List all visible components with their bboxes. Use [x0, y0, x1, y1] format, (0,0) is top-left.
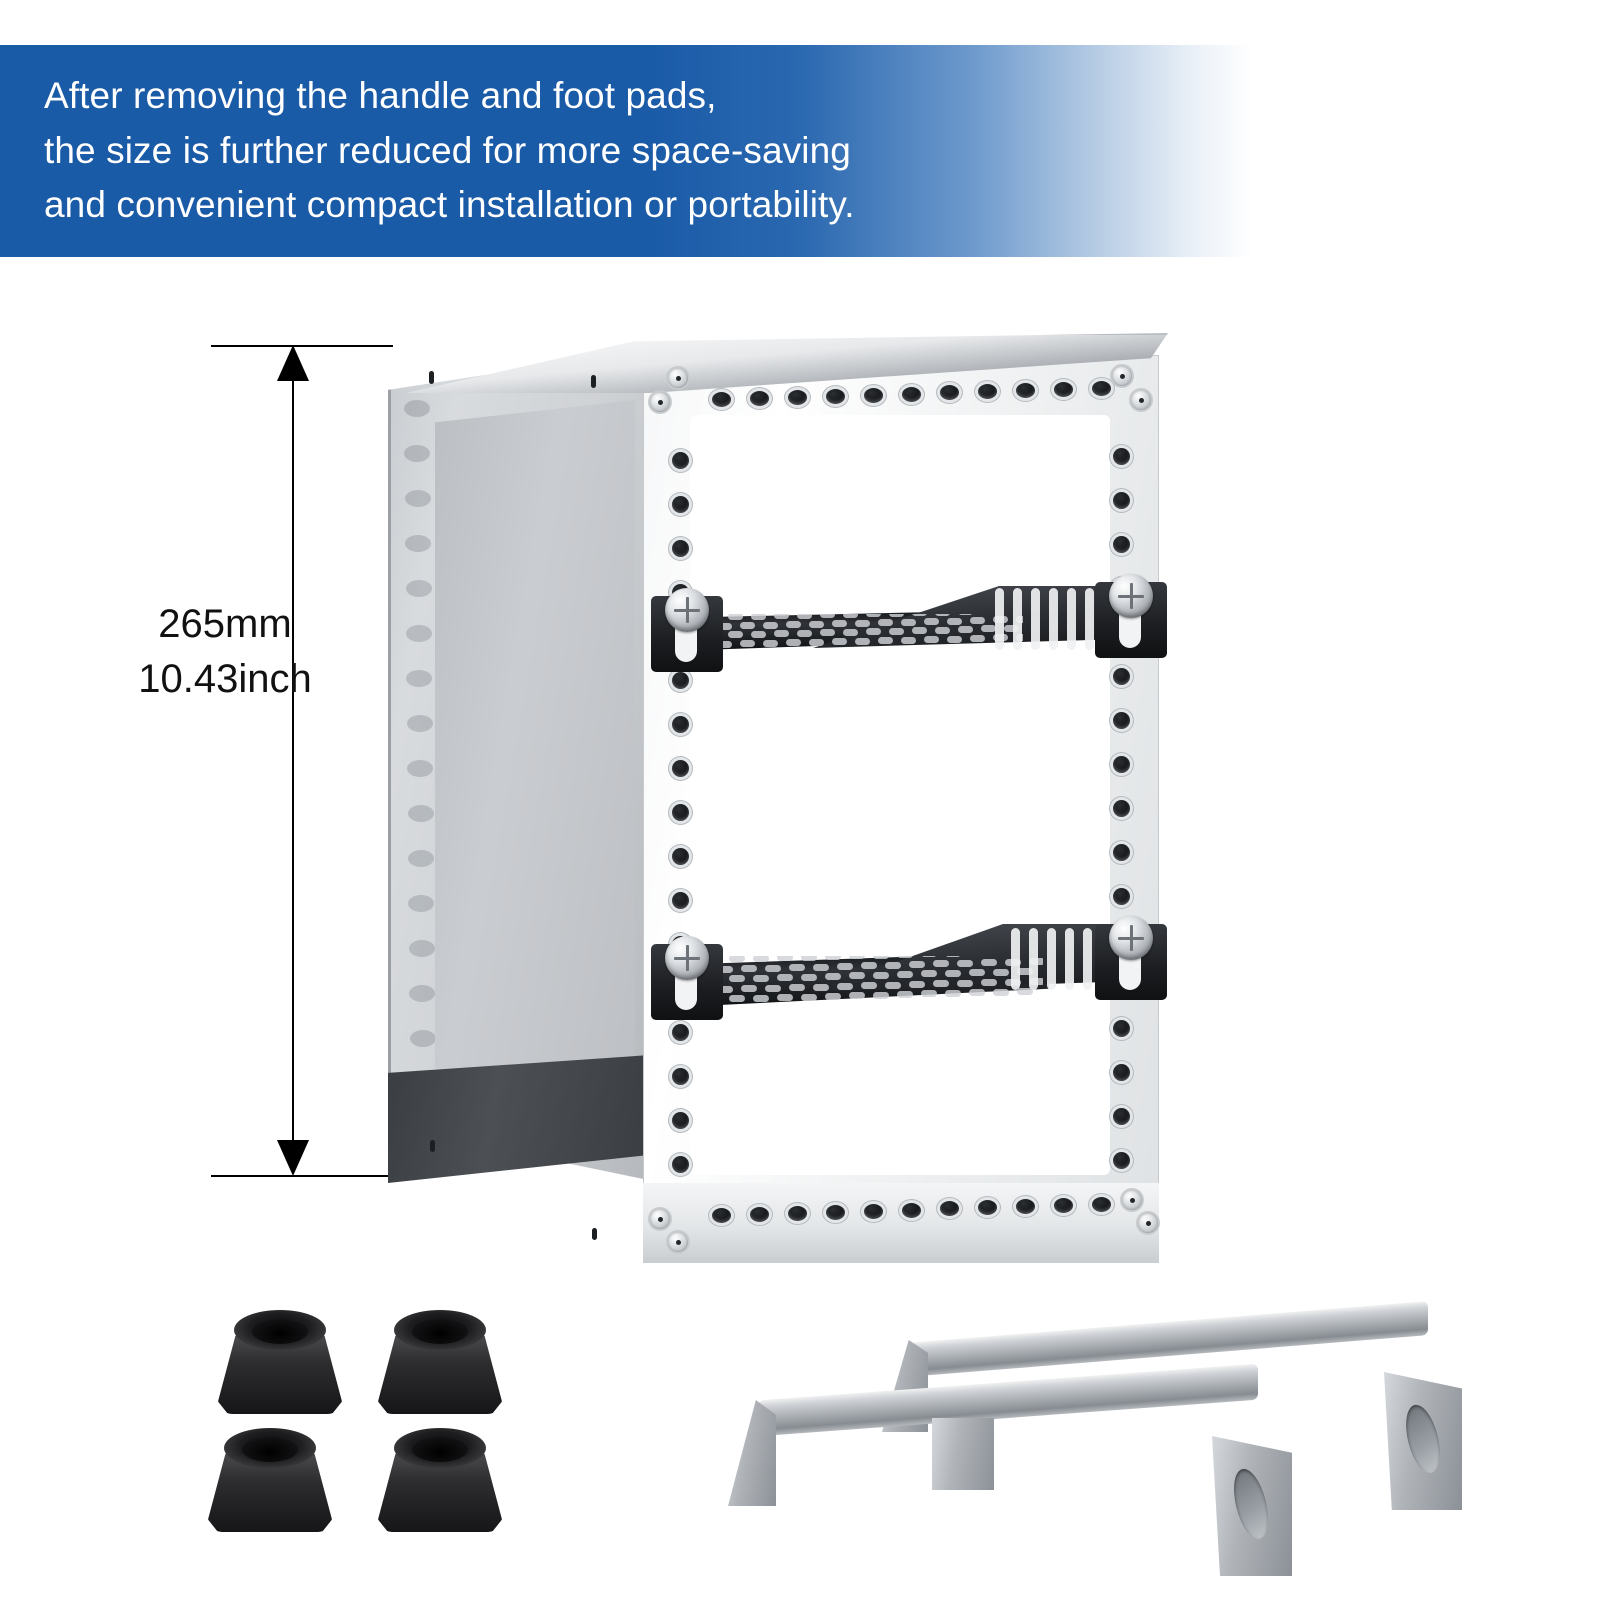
- screw-top-right-a: [1112, 366, 1132, 386]
- frame-hole-right: [1113, 1020, 1130, 1037]
- top-panel-screw-right: [591, 375, 596, 388]
- left-side-panel-inner-plate: [435, 400, 635, 1100]
- frame-hole-bottom: [864, 1203, 883, 1219]
- headline-text: After removing the handle and foot pads,…: [44, 74, 855, 226]
- frame-hole-top: [1092, 381, 1111, 396]
- frame-hole-bottom: [750, 1206, 769, 1222]
- frame-hole-left: [672, 540, 689, 557]
- shelf-upper-right-screw: [1109, 574, 1153, 618]
- frame-hole-left: [672, 672, 689, 689]
- frame-hole-bottom: [902, 1202, 921, 1218]
- frame-hole-left: [672, 1068, 689, 1085]
- frame-hole-top: [902, 386, 921, 402]
- dimension-arrowhead-down-icon: [277, 1140, 309, 1176]
- screw-top-right-b: [1131, 390, 1151, 410]
- shelf-upper-vent-slots: [995, 588, 1094, 650]
- top-panel-screw-left: [429, 371, 434, 384]
- foot-pad-recess: [412, 1319, 468, 1344]
- frame-hole-bottom: [1016, 1199, 1035, 1215]
- frame-hole-bottom: [788, 1205, 807, 1221]
- frame-hole-right: [1113, 888, 1130, 905]
- frame-hole-top: [1016, 383, 1035, 399]
- frame-hole-bottom: [1092, 1197, 1111, 1212]
- shelf-upper-left-ear: [651, 596, 723, 672]
- dimension-value-mm: 265mm: [158, 602, 292, 646]
- dimension-extension-line-bottom: [211, 1175, 393, 1177]
- shelf-upper-perforations: [705, 614, 1023, 648]
- frame-hole-right: [1113, 1152, 1130, 1169]
- dimension-value-inch: 10.43inch: [138, 657, 312, 702]
- screw-top-left-a: [668, 368, 688, 388]
- shelf-upper-left-screw: [665, 588, 709, 632]
- screw-bottom-right-a: [1122, 1190, 1142, 1210]
- carry-handle: [718, 1363, 1318, 1600]
- frame-hole-top: [978, 384, 997, 400]
- frame-hole-left: [672, 848, 689, 865]
- frame-hole-right: [1113, 756, 1130, 773]
- frame-hole-right: [1113, 800, 1130, 817]
- screw-bottom-left-b: [650, 1209, 670, 1229]
- shelf-lower: [643, 910, 1167, 1030]
- frame-hole-bottom: [978, 1200, 997, 1216]
- headline-banner: After removing the handle and foot pads,…: [0, 45, 1252, 257]
- front-bezel-frame: [643, 355, 1159, 1235]
- shelf-lower-left-screw: [665, 936, 709, 980]
- frame-hole-right: [1113, 712, 1130, 729]
- frame-hole-left: [672, 1024, 689, 1041]
- dimension-arrowhead-up-icon: [277, 345, 309, 381]
- bottom-panel-screw-right: [592, 1228, 597, 1240]
- frame-hole-left: [672, 716, 689, 733]
- frame-hole-right: [1113, 492, 1130, 509]
- frame-hole-left: [672, 760, 689, 777]
- shelf-lower-right-screw: [1109, 916, 1153, 960]
- frame-hole-top: [940, 385, 959, 401]
- frame-hole-left: [672, 804, 689, 821]
- frame-hole-top: [712, 392, 731, 407]
- carry-handle-left-leg: [728, 1400, 776, 1506]
- frame-hole-left: [672, 452, 689, 469]
- foot-pad-recess: [242, 1437, 298, 1462]
- foot-pad: [378, 1428, 502, 1532]
- bottom-front-rail: [643, 1183, 1159, 1263]
- foot-pad: [218, 1310, 342, 1414]
- frame-hole-right: [1113, 1064, 1130, 1081]
- side-panel-hole-shadows: [404, 400, 444, 1140]
- frame-hole-right: [1113, 844, 1130, 861]
- foot-pad: [378, 1310, 502, 1414]
- dimension-arrow-shaft: [292, 350, 294, 1172]
- bottom-panel-screw-left: [430, 1140, 435, 1152]
- screw-bottom-left-a: [668, 1232, 688, 1252]
- frame-hole-left: [672, 1156, 689, 1173]
- frame-hole-right: [1113, 536, 1130, 553]
- shelf-lower-perforations: [705, 956, 1043, 1004]
- carry-handle-center-tab: [932, 1418, 994, 1490]
- dimension-label: 265mm 10.43inch: [100, 597, 350, 707]
- frame-hole-top: [750, 390, 769, 406]
- frame-hole-top: [826, 388, 845, 404]
- front-frame-opening: [690, 415, 1110, 1175]
- frame-hole-top: [788, 389, 807, 405]
- frame-hole-bottom: [940, 1201, 959, 1217]
- frame-hole-left: [672, 496, 689, 513]
- screw-top-left-b: [650, 392, 670, 412]
- foot-pad-recess: [412, 1437, 468, 1462]
- frame-hole-right: [1113, 448, 1130, 465]
- frame-hole-bottom: [1054, 1198, 1073, 1214]
- frame-hole-left: [672, 1112, 689, 1129]
- frame-hole-left: [672, 892, 689, 909]
- frame-hole-bottom: [826, 1204, 845, 1220]
- shelf-upper: [643, 570, 1167, 680]
- frame-hole-top: [1054, 382, 1073, 398]
- frame-hole-top: [864, 387, 883, 403]
- foot-pad-recess: [252, 1319, 308, 1344]
- foot-pad: [208, 1428, 332, 1532]
- frame-hole-right: [1113, 1108, 1130, 1125]
- screw-bottom-right-b: [1138, 1213, 1158, 1233]
- frame-hole-right: [1113, 668, 1130, 685]
- frame-hole-bottom: [712, 1208, 731, 1223]
